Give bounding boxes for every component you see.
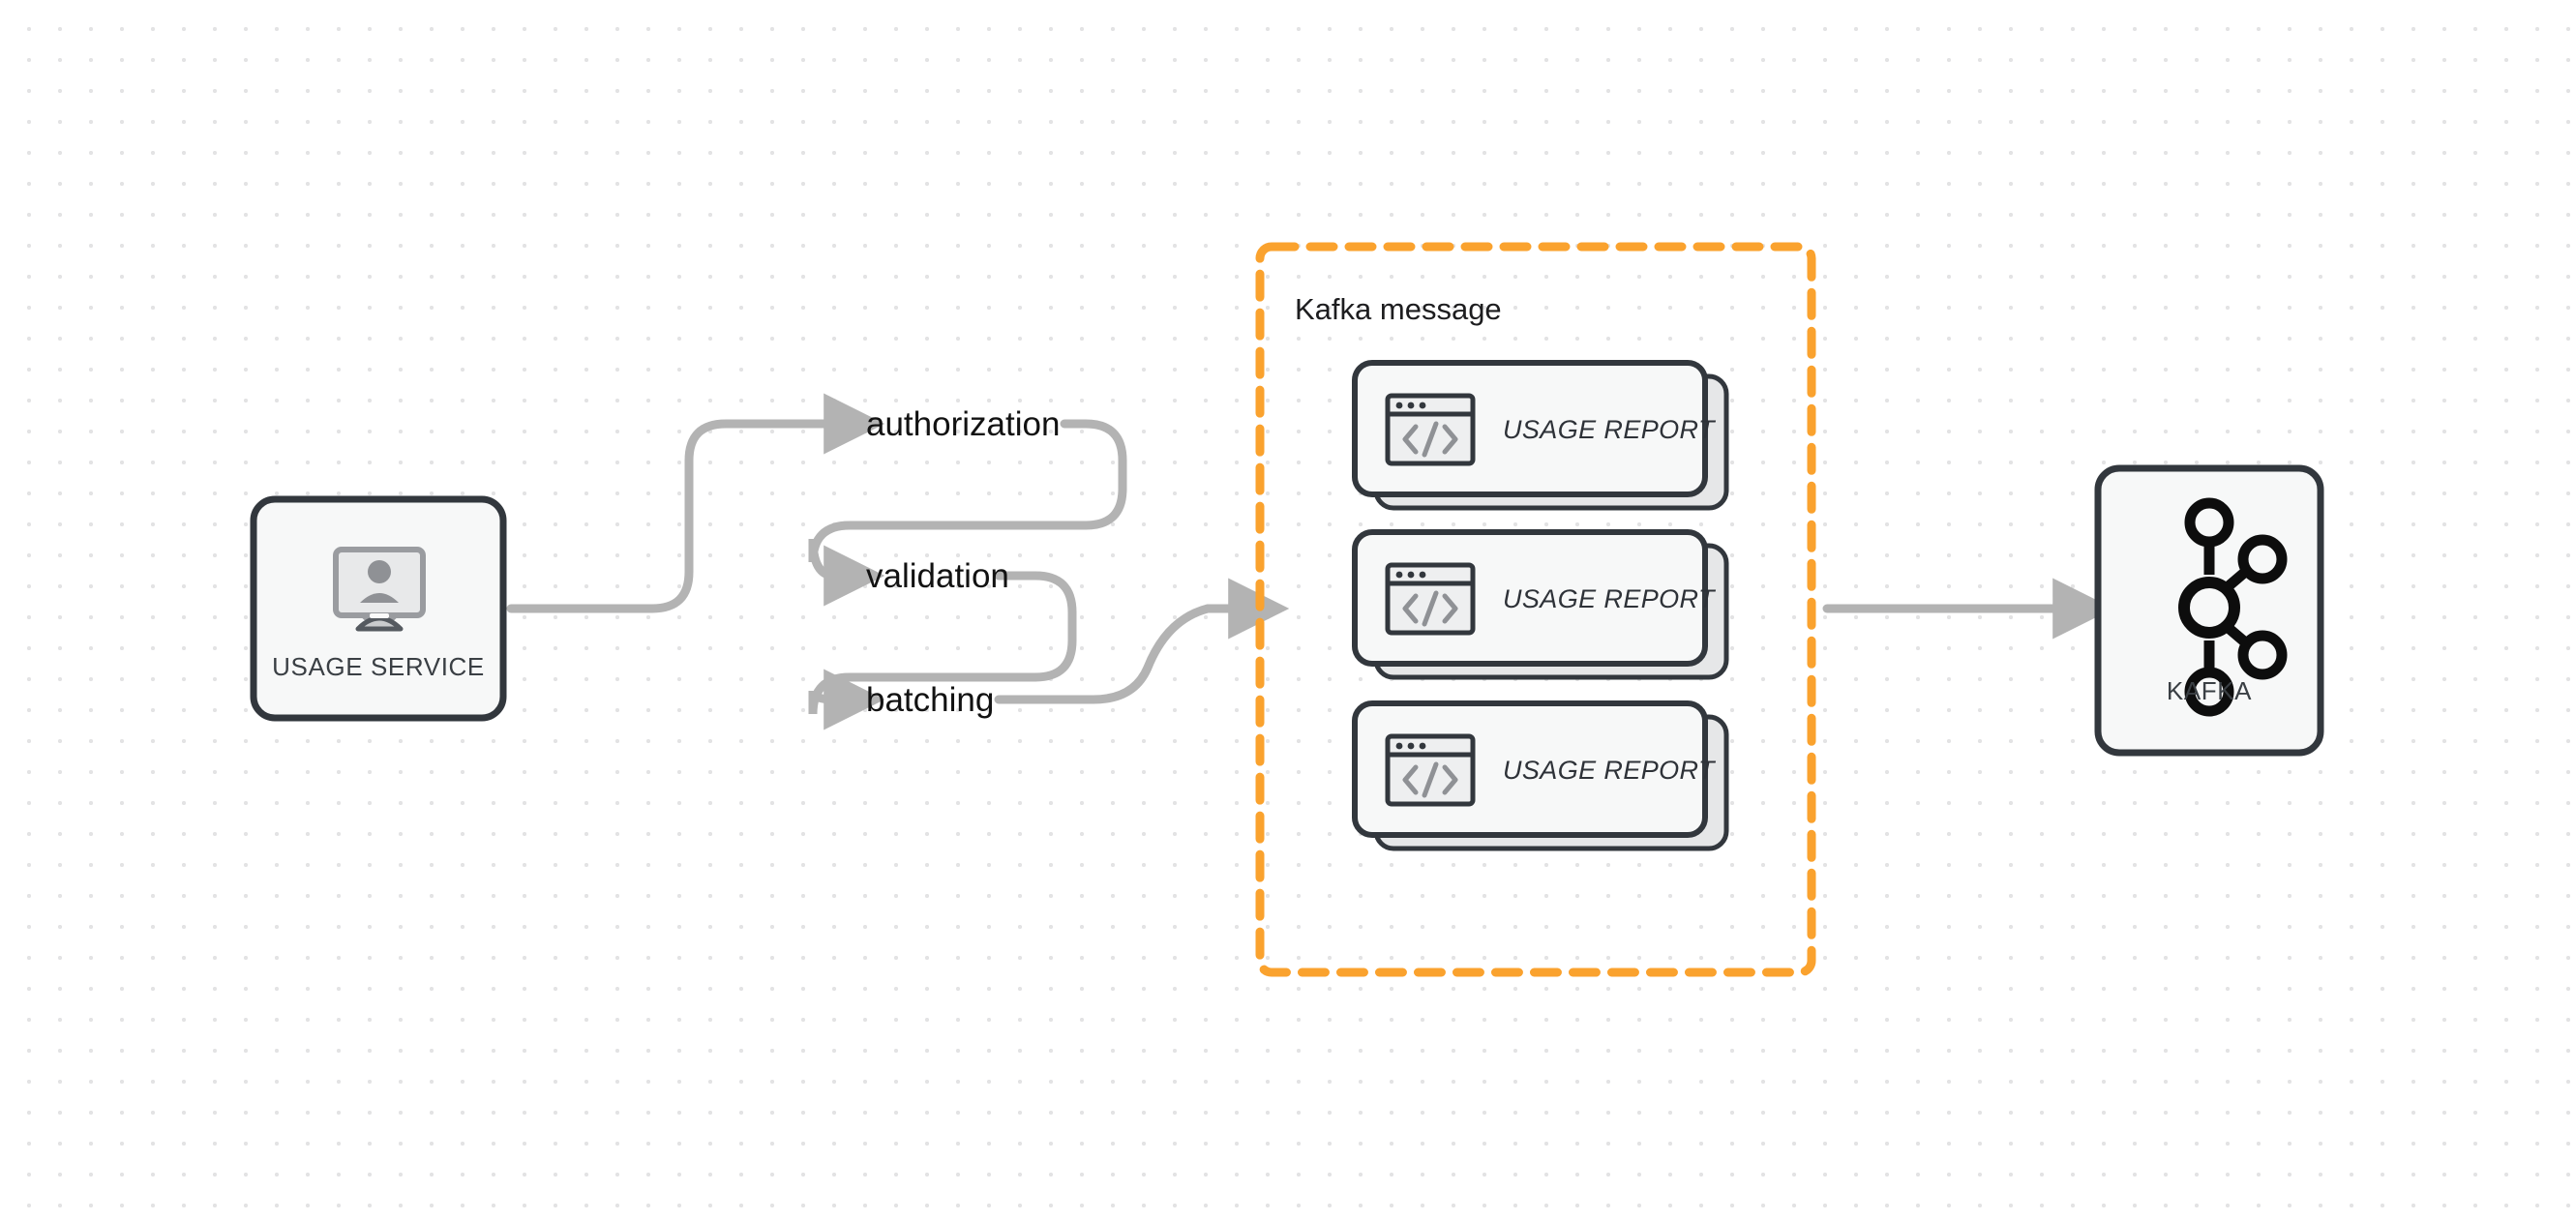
usage-report-card[interactable]: USAGE REPORT <box>1352 360 1729 511</box>
node-usage-service-label: USAGE SERVICE <box>272 652 485 681</box>
usage-report-card-label: USAGE REPORT <box>1503 756 1717 785</box>
edge-authorization-to-validation <box>808 419 1127 607</box>
usage-report-card-label: USAGE REPORT <box>1503 415 1717 444</box>
edge-batching-to-kafka-message <box>994 578 1290 704</box>
edge-service-to-authorization <box>506 393 885 613</box>
edge-validation-to-batching <box>808 571 1077 730</box>
usage-report-card[interactable]: USAGE REPORT <box>1352 529 1729 680</box>
node-kafka-caption: KAFKA <box>2167 676 2252 705</box>
kafka-message-group-border <box>1255 242 1816 977</box>
edge-label-validation: validation <box>866 557 1009 595</box>
kafka-message-group: Kafka message <box>1255 242 1816 977</box>
kafka-logo-icon <box>2178 497 2288 717</box>
kafka-message-group-title: Kafka message <box>1295 292 1502 326</box>
edge-label-batching: batching <box>866 681 994 719</box>
code-window-icon <box>1385 562 1476 636</box>
node-kafka[interactable]: KAFKA KAFKA <box>2094 464 2324 757</box>
edges-layer <box>506 393 2114 730</box>
usage-report-card-label: USAGE REPORT <box>1503 584 1717 613</box>
desktop-user-icon <box>333 547 426 632</box>
code-window-icon <box>1385 393 1476 466</box>
code-window-icon <box>1385 733 1476 807</box>
usage-report-card[interactable]: USAGE REPORT <box>1352 700 1729 851</box>
edge-label-authorization: authorization <box>866 405 1060 443</box>
node-usage-service[interactable]: USAGE SERVICE <box>250 495 507 722</box>
